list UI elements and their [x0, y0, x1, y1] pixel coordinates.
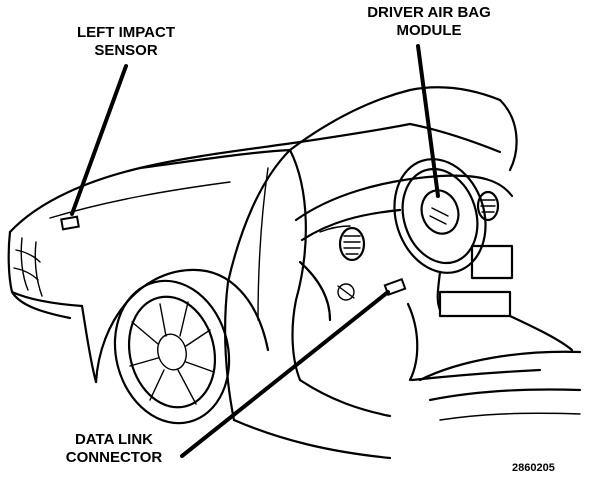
vehicle-front-body — [7, 122, 412, 384]
seat — [418, 350, 582, 421]
label-left-impact-sensor-line-1: LEFT IMPACT — [76, 24, 176, 41]
figure-id: 2860205 — [512, 462, 555, 474]
label-data-link-connector: DATA LINK CONNECTOR — [48, 431, 180, 467]
label-left-impact-sensor: LEFT IMPACT SENSOR — [62, 24, 190, 60]
label-driver-air-bag-module-line-1: DRIVER AIR BAG — [367, 4, 491, 21]
label-data-link-connector-line-2: CONNECTOR — [65, 449, 163, 466]
left-impact-sensor-shape — [60, 215, 80, 231]
label-driver-air-bag-module-line-2: MODULE — [396, 22, 462, 39]
label-data-link-connector-line-1: DATA LINK — [74, 431, 154, 448]
dashboard — [294, 174, 574, 382]
steering-wheel — [393, 158, 487, 312]
front-wheel — [94, 268, 270, 425]
label-left-impact-sensor-line-2: SENSOR — [94, 42, 158, 59]
leader-line-data-link-connector — [180, 290, 390, 458]
leader-line-left-impact-sensor — [70, 64, 128, 216]
driver-air-bag-module-shape — [420, 189, 460, 235]
data-link-connector-shape — [383, 277, 407, 297]
label-driver-air-bag-module: DRIVER AIR BAG MODULE — [334, 4, 524, 40]
windshield-roof — [288, 86, 518, 172]
leader-line-driver-air-bag-module — [416, 44, 440, 198]
fender-and-pillar — [138, 148, 392, 460]
